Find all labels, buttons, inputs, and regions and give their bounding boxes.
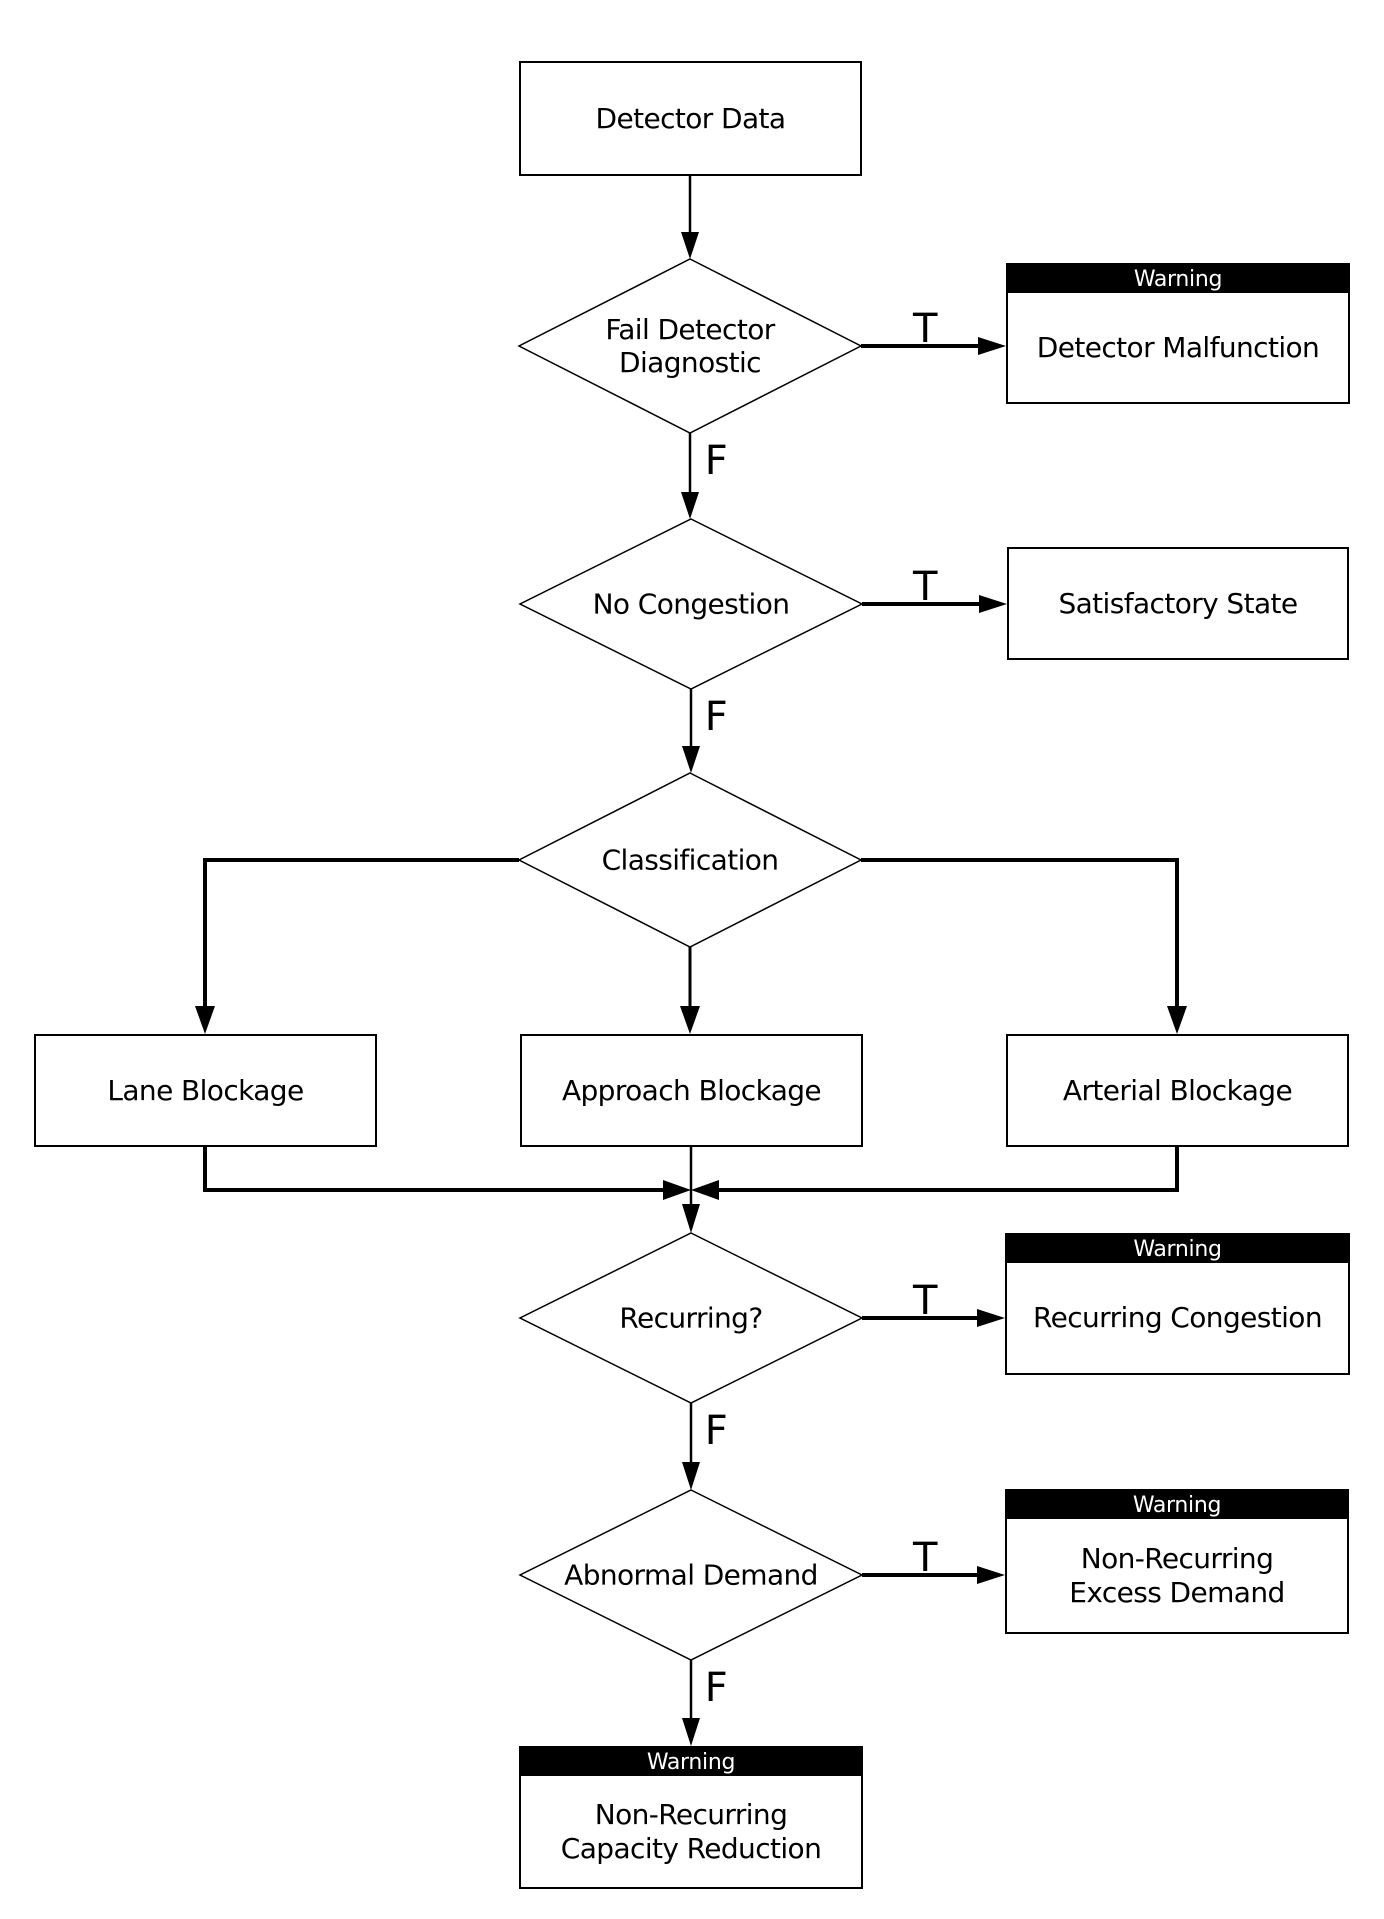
arrowhead-down-icon: [195, 1006, 215, 1034]
arrowhead-down-icon: [681, 232, 699, 259]
edge-lane-merge: [203, 1147, 663, 1192]
edge-label-true: T: [913, 1278, 937, 1324]
edge-label-true: T: [913, 1535, 937, 1581]
arrowhead-right-icon: [978, 337, 1006, 355]
edge-label-false: F: [704, 1665, 728, 1711]
edge-classification-arterial: [861, 858, 1179, 1008]
warning-header: Warning: [1008, 265, 1348, 293]
arrowhead-right-icon: [979, 595, 1007, 613]
decision-abnormal-demand: [518, 1489, 864, 1661]
node-label: Detector Malfunction: [1036, 330, 1320, 364]
warning-box-non-recurring-capacity-reduction: Warning Non-Recurring Capacity Reduction: [519, 1746, 863, 1889]
process-box-lane-blockage: Lane Blockage: [34, 1034, 377, 1147]
warning-header: Warning: [1007, 1235, 1348, 1263]
warning-box-recurring-congestion: Warning Recurring Congestion: [1005, 1233, 1350, 1375]
warning-header: Warning: [521, 1748, 861, 1776]
arrowhead-down-icon: [682, 1718, 700, 1746]
decision-recurring: [518, 1232, 864, 1404]
process-box-approach-blockage: Approach Blockage: [520, 1034, 863, 1147]
arrowhead-down-icon: [682, 1204, 700, 1233]
node-label: Detector Data: [595, 101, 787, 135]
warning-box-detector-malfunction: Warning Detector Malfunction: [1006, 263, 1350, 404]
edge-arterial-merge: [719, 1147, 1179, 1192]
arrowhead-down-icon: [682, 746, 700, 773]
arrowhead-right-icon: [977, 1566, 1005, 1584]
decision-label-classification: Classification: [601, 843, 779, 877]
arrowhead-right-icon: [663, 1180, 691, 1200]
node-label: Satisfactory State: [1058, 586, 1298, 620]
arrowhead-left-icon: [691, 1180, 719, 1200]
decision-label-recurring: Recurring?: [619, 1301, 763, 1335]
edge-label-false: F: [704, 438, 728, 484]
arrowhead-down-icon: [1167, 1006, 1187, 1034]
arrowhead-down-icon: [682, 1462, 700, 1490]
decision-classification: [517, 772, 863, 948]
decision-label-fail-detector-diagnostic: Fail Detector Diagnostic: [605, 312, 775, 379]
arrowhead-right-icon: [977, 1309, 1005, 1327]
arrowhead-down-icon: [681, 492, 699, 519]
node-label: Recurring Congestion: [1033, 1301, 1323, 1335]
node-label: Lane Blockage: [107, 1073, 304, 1107]
warning-box-non-recurring-excess-demand: Warning Non-Recurring Excess Demand: [1005, 1489, 1349, 1634]
decision-no-congestion: [518, 518, 864, 690]
edge-label-true: T: [913, 564, 937, 610]
edge-label-true: T: [913, 306, 937, 352]
edge-label-false: F: [704, 1408, 728, 1454]
decision-fail-detector-diagnostic: [517, 258, 863, 434]
process-box-arterial-blockage: Arterial Blockage: [1006, 1034, 1349, 1147]
decision-label-abnormal-demand: Abnormal Demand: [564, 1558, 818, 1592]
process-box-detector-data: Detector Data: [519, 61, 862, 176]
node-label: Approach Blockage: [561, 1073, 822, 1107]
node-label: Non-Recurring Capacity Reduction: [560, 1798, 822, 1865]
warning-header: Warning: [1007, 1491, 1347, 1519]
edge-classification-lane: [203, 858, 519, 1008]
edge-label-false: F: [704, 694, 728, 740]
process-box-satisfactory-state: Satisfactory State: [1007, 547, 1349, 660]
node-label: Non-Recurring Excess Demand: [1069, 1542, 1285, 1609]
decision-label-no-congestion: No Congestion: [592, 587, 790, 621]
arrowhead-down-icon: [680, 1006, 700, 1034]
node-label: Arterial Blockage: [1062, 1073, 1293, 1107]
